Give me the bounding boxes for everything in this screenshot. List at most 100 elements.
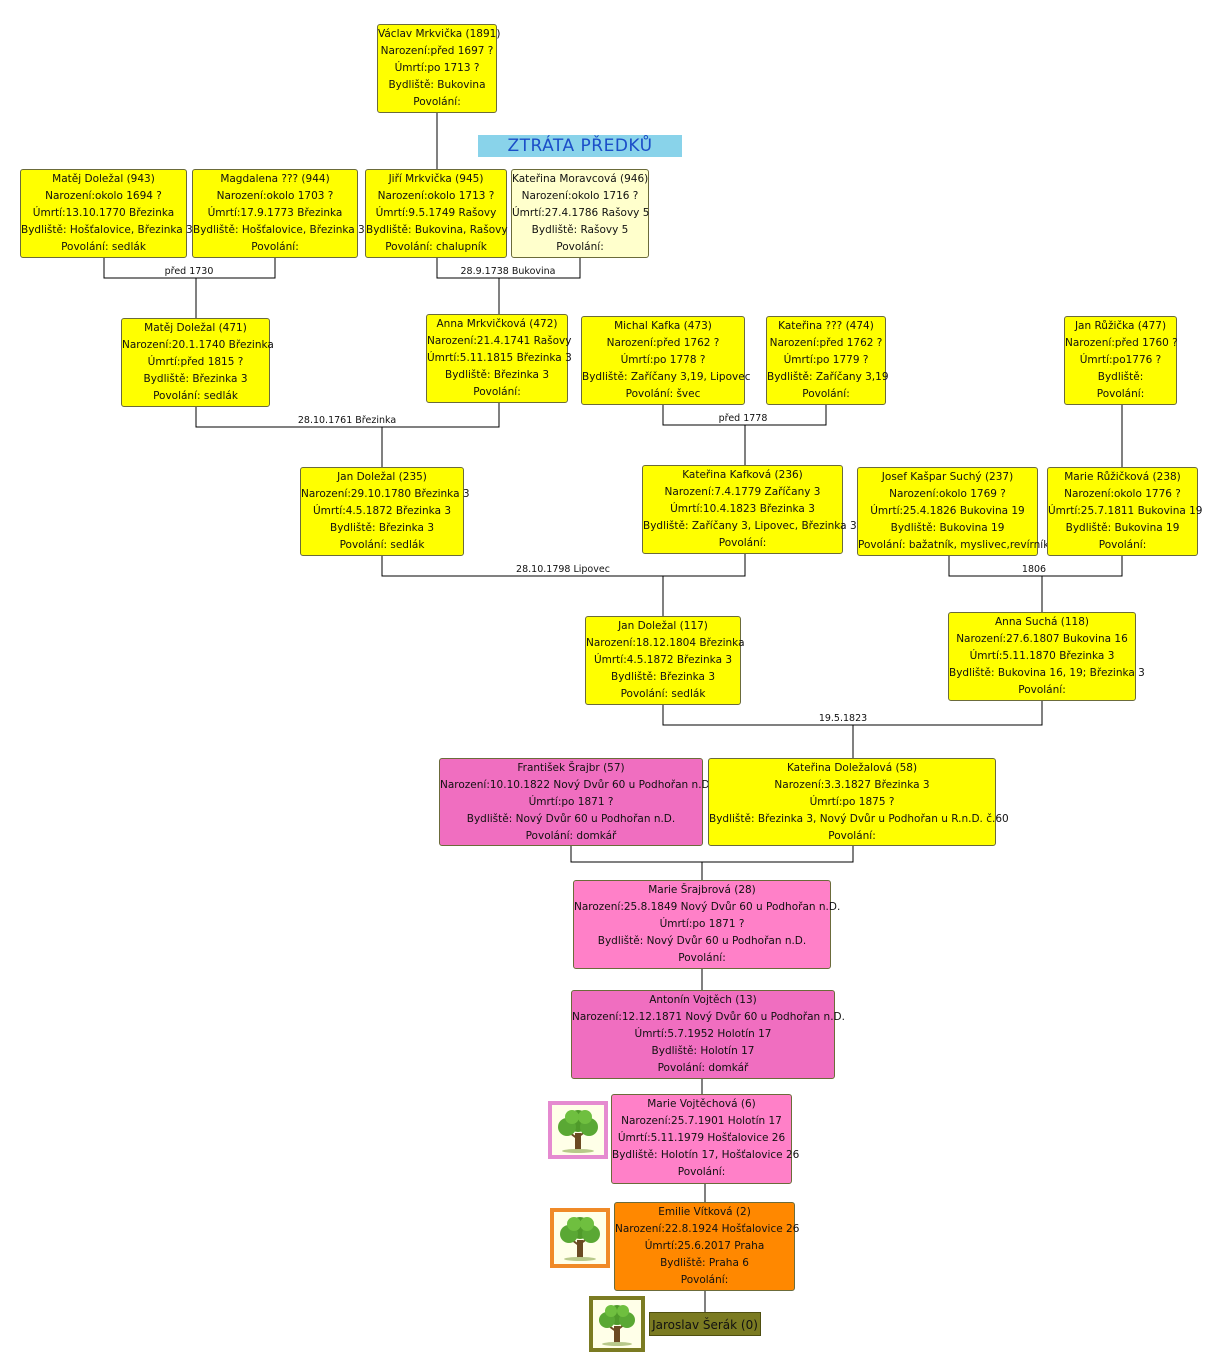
person-name: Emilie Vítková (2) [658, 1206, 751, 1218]
person-death: Úmrtí:25.6.2017 Praha [644, 1240, 765, 1252]
person-name: Matěj Doležal (943) [52, 173, 155, 185]
person-death: Úmrtí:5.7.1952 Holotín 17 [634, 1028, 772, 1040]
person-occupation: Povolání: [473, 386, 521, 398]
person-residence: Bydliště: [1097, 371, 1144, 383]
person-birth: Narození:12.12.1871 Nový Dvůr 60 u Podho… [572, 1011, 845, 1023]
person-occupation: Povolání: sedlák [61, 241, 146, 253]
lost-ancestors-banner: ZTRÁTA PŘEDKŮ [478, 135, 682, 157]
person-residence: Bydliště: Bukovina 16, 19; Březinka 3 [949, 667, 1145, 679]
person-card-471[interactable]: Matěj Doležal (471) Narození:20.1.1740 B… [121, 318, 274, 407]
person-name: Marie Růžičková (238) [1064, 471, 1181, 483]
person-residence: Bydliště: Nový Dvůr 60 u Podhořan n.D. [466, 813, 676, 825]
person-name: Kateřina Moravcová (946) [512, 173, 649, 185]
person-residence: Bydliště: Březinka 3 [143, 373, 248, 385]
person-name: Magdalena ??? (944) [220, 173, 330, 185]
person-card-6[interactable]: Marie Vojtěchová (6) Narození:25.7.1901 … [611, 1094, 800, 1184]
person-birth: Narození:10.10.1822 Nový Dvůr 60 u Podho… [440, 779, 713, 791]
person-occupation: Povolání: [680, 1274, 729, 1286]
person-birth: Narození:okolo 1694 ? [45, 190, 162, 202]
person-death: Úmrtí:5.11.1815 Březinka 3 [427, 352, 572, 364]
person-birth: Narození:3.3.1827 Březinka 3 [774, 779, 930, 791]
person-card-57[interactable]: František Šrajbr (57) Narození:10.10.182… [439, 758, 713, 846]
person-occupation: Povolání: chalupník [385, 241, 487, 253]
person-birth: Narození:25.8.1849 Nový Dvůr 60 u Podhoř… [574, 901, 841, 913]
person-occupation: Povolání: bažatník, myslivec,revírník [858, 539, 1050, 551]
person-card-237[interactable]: Josef Kašpar Suchý (237) Narození:okolo … [857, 467, 1050, 556]
person-occupation: Povolání: švec [625, 388, 701, 400]
marriage-label-945: 28.9.1738 Bukovina [460, 266, 556, 277]
tree-icon-graphic [599, 1305, 635, 1346]
person-name: Jan Růžička (477) [1074, 320, 1167, 332]
person-birth: Narození:7.4.1779 Zaříčany 3 [664, 486, 821, 498]
person-death: Úmrtí:po 1778 ? [620, 354, 706, 366]
person-card-13[interactable]: Antonín Vojtěch (13) Narození:12.12.1871… [571, 990, 845, 1079]
person-card-238[interactable]: Marie Růžičková (238) Narození:okolo 177… [1047, 467, 1203, 556]
person-birth: Narození:22.8.1924 Hošťalovice 26 [615, 1223, 800, 1235]
tree-icon-graphic [558, 1110, 598, 1153]
person-residence: Bydliště: Bukovina, Rašovy [366, 224, 508, 236]
person-occupation: Povolání: domkář [657, 1062, 749, 1074]
person-name: Anna Suchá (118) [994, 616, 1090, 628]
person-occupation: Povolání: [802, 388, 850, 400]
person-residence: Bydliště: Holotín 17, Hošťalovice 26 [612, 1149, 800, 1161]
person-birth: Narození:18.12.1804 Březinka [586, 637, 745, 649]
person-birth: Narození:27.6.1807 Bukovina 16 [956, 633, 1128, 645]
person-residence: Bydliště: Bukovina [388, 79, 486, 91]
person-name: Jan Doležal (117) [618, 620, 708, 632]
person-death: Úmrtí:13.10.1770 Březinka [32, 207, 175, 219]
person-residence: Bydliště: Hošťalovice, Březinka 3 [21, 224, 193, 236]
person-card-235[interactable]: Jan Doležal (235) Narození:29.10.1780 Bř… [300, 467, 470, 556]
person-card-118[interactable]: Anna Suchá (118) Narození:27.6.1807 Buko… [948, 612, 1145, 701]
person-death: Úmrtí:27.4.1786 Rašovy 5 [512, 207, 650, 219]
person-occupation: Povolání: [251, 241, 299, 253]
person-birth: Narození:21.4.1741 Rašovy [427, 335, 572, 347]
marriage-label-471: 28.10.1761 Březinka [297, 415, 397, 426]
person-residence: Bydliště: Nový Dvůr 60 u Podhořan n.D. [597, 935, 807, 947]
person-residence: Bydliště: Zaříčany 3, Lipovec, Březinka … [643, 520, 857, 532]
person-residence: Bydliště: Praha 6 [660, 1257, 749, 1269]
tree-icon [589, 1296, 645, 1352]
person-birth: Narození:okolo 1716 ? [521, 190, 639, 202]
person-death: Úmrtí:5.11.1979 Hošťalovice 26 [617, 1132, 786, 1144]
person-death: Úmrtí:po 1779 ? [783, 354, 869, 366]
person-birth: Narození:před 1762 ? [769, 337, 883, 349]
marriage-label-237: 1806 [1021, 564, 1047, 575]
person-card-945[interactable]: Jiří Mrkvička (945) Narození:okolo 1713 … [365, 169, 508, 258]
person-birth: Narození:25.7.1901 Holotín 17 [621, 1115, 782, 1127]
person-card-28[interactable]: Marie Šrajbrová (28) Narození:25.8.1849 … [573, 880, 841, 969]
person-card-946[interactable]: Kateřina Moravcová (946) Narození:okolo … [511, 169, 649, 258]
person-residence: Bydliště: Zaříčany 3,19, Lipovec [582, 371, 751, 383]
person-residence: Bydliště: Bukovina 19 [890, 522, 1005, 534]
marriage-label-473: před 1778 [718, 413, 768, 424]
person-death: Úmrtí:5.11.1870 Březinka 3 [969, 650, 1115, 662]
person-name: Antonín Vojtěch (13) [649, 994, 757, 1006]
marriage-label-117: 19.5.1823 [818, 713, 868, 724]
person-birth: Narození:20.1.1740 Březinka [122, 339, 274, 351]
person-card-477[interactable]: Jan Růžička (477) Narození:před 1760 ? Ú… [1064, 316, 1178, 405]
person-name: František Šrajbr (57) [517, 762, 625, 774]
person-residence: Bydliště: Zaříčany 3,19 [767, 371, 889, 383]
person-birth: Narození:okolo 1703 ? [216, 190, 334, 202]
person-card-472[interactable]: Anna Mrkvičková (472) Narození:21.4.1741… [426, 314, 572, 403]
person-card-58[interactable]: Kateřina Doležalová (58) Narození:3.3.18… [708, 758, 1009, 846]
person-card-2[interactable]: Emilie Vítková (2) Narození:22.8.1924 Ho… [614, 1202, 800, 1291]
person-card-943[interactable]: Matěj Doležal (943) Narození:okolo 1694 … [20, 169, 193, 258]
person-card-0[interactable]: Jaroslav Šerák (0) [649, 1312, 761, 1336]
person-card-117[interactable]: Jan Doležal (117) Narození:18.12.1804 Bř… [585, 616, 745, 705]
person-occupation: Povolání: sedlák [620, 688, 706, 700]
person-residence: Bydliště: Březinka 3 [329, 522, 435, 534]
person-card-1891[interactable]: Václav Mrkvička (1891) Narození:před 169… [377, 24, 500, 113]
person-occupation: Povolání: [677, 1166, 726, 1178]
person-name: Michal Kafka (473) [614, 320, 712, 332]
person-card-473[interactable]: Michal Kafka (473) Narození:před 1762 ? … [581, 316, 751, 405]
person-birth: Narození:okolo 1769 ? [889, 488, 1006, 500]
person-card-474[interactable]: Kateřina ??? (474) Narození:před 1762 ? … [766, 316, 889, 405]
person-card-236[interactable]: Kateřina Kafková (236) Narození:7.4.1779… [642, 465, 857, 554]
person-residence: Bydliště: Holotín 17 [651, 1045, 755, 1057]
person-name: Marie Šrajbrová (28) [648, 884, 756, 896]
person-residence: Bydliště: Březinka 3 [444, 369, 550, 381]
person-birth: Narození:okolo 1713 ? [377, 190, 495, 202]
person-birth: Narození:29.10.1780 Březinka 3 [301, 488, 470, 500]
person-card-944[interactable]: Magdalena ??? (944) Narození:okolo 1703 … [192, 169, 365, 258]
person-occupation: Povolání: sedlák [153, 390, 238, 402]
